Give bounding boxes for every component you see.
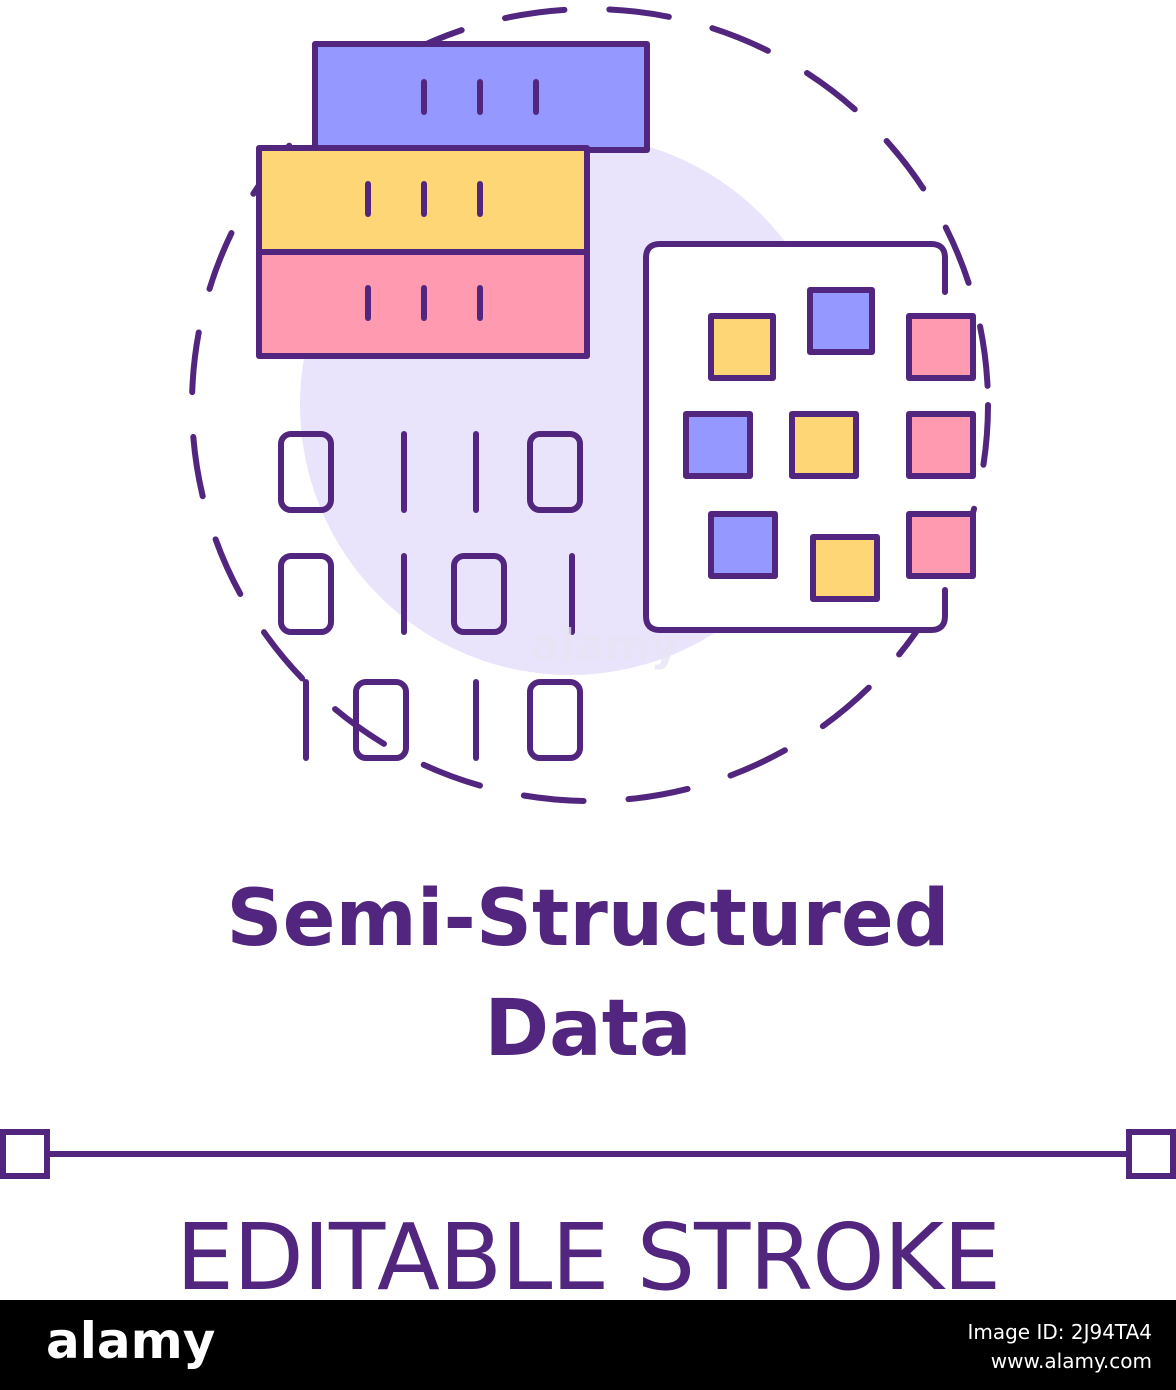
title-line-1: Semi-Structured xyxy=(226,874,950,964)
grid-squares-icon xyxy=(643,241,976,633)
footer-bar: alamy Image ID: 2J94TA4 www.alamy.com xyxy=(0,1300,1176,1390)
binary-code-icon xyxy=(278,431,583,761)
subtitle: EDITABLE STROKE xyxy=(175,1204,1001,1311)
stroke-handle-right xyxy=(1126,1129,1176,1179)
footer-image-id: Image ID: 2J94TA4 xyxy=(967,1320,1152,1344)
watermark: alamy xyxy=(530,620,679,671)
footer-info: Image ID: 2J94TA4 www.alamy.com xyxy=(967,1318,1152,1376)
footer-site: www.alamy.com xyxy=(990,1349,1152,1373)
title-line-2: Data xyxy=(484,984,692,1074)
stroke-line-icon xyxy=(0,1129,1176,1179)
dashed-circle-icon xyxy=(189,6,991,804)
semi-structured-data-illustration xyxy=(0,6,1176,1179)
footer-logo: alamy xyxy=(46,1312,216,1370)
database-icon xyxy=(256,41,650,359)
stroke-handle-left xyxy=(0,1129,50,1179)
